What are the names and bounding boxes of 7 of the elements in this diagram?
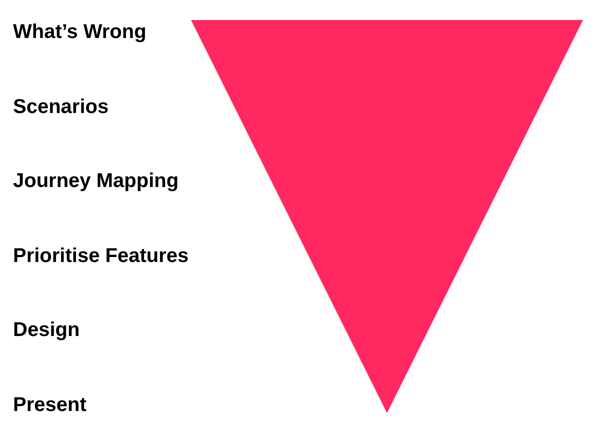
step-label: Scenarios [13, 94, 109, 119]
step-label: Present [13, 393, 86, 417]
step-label: Prioritise Features [13, 244, 189, 268]
step-label: Design [13, 318, 80, 342]
step-label: Journey Mapping [13, 169, 179, 194]
step-label: What’s Wrong [13, 20, 146, 44]
funnel-triangle [191, 20, 583, 413]
